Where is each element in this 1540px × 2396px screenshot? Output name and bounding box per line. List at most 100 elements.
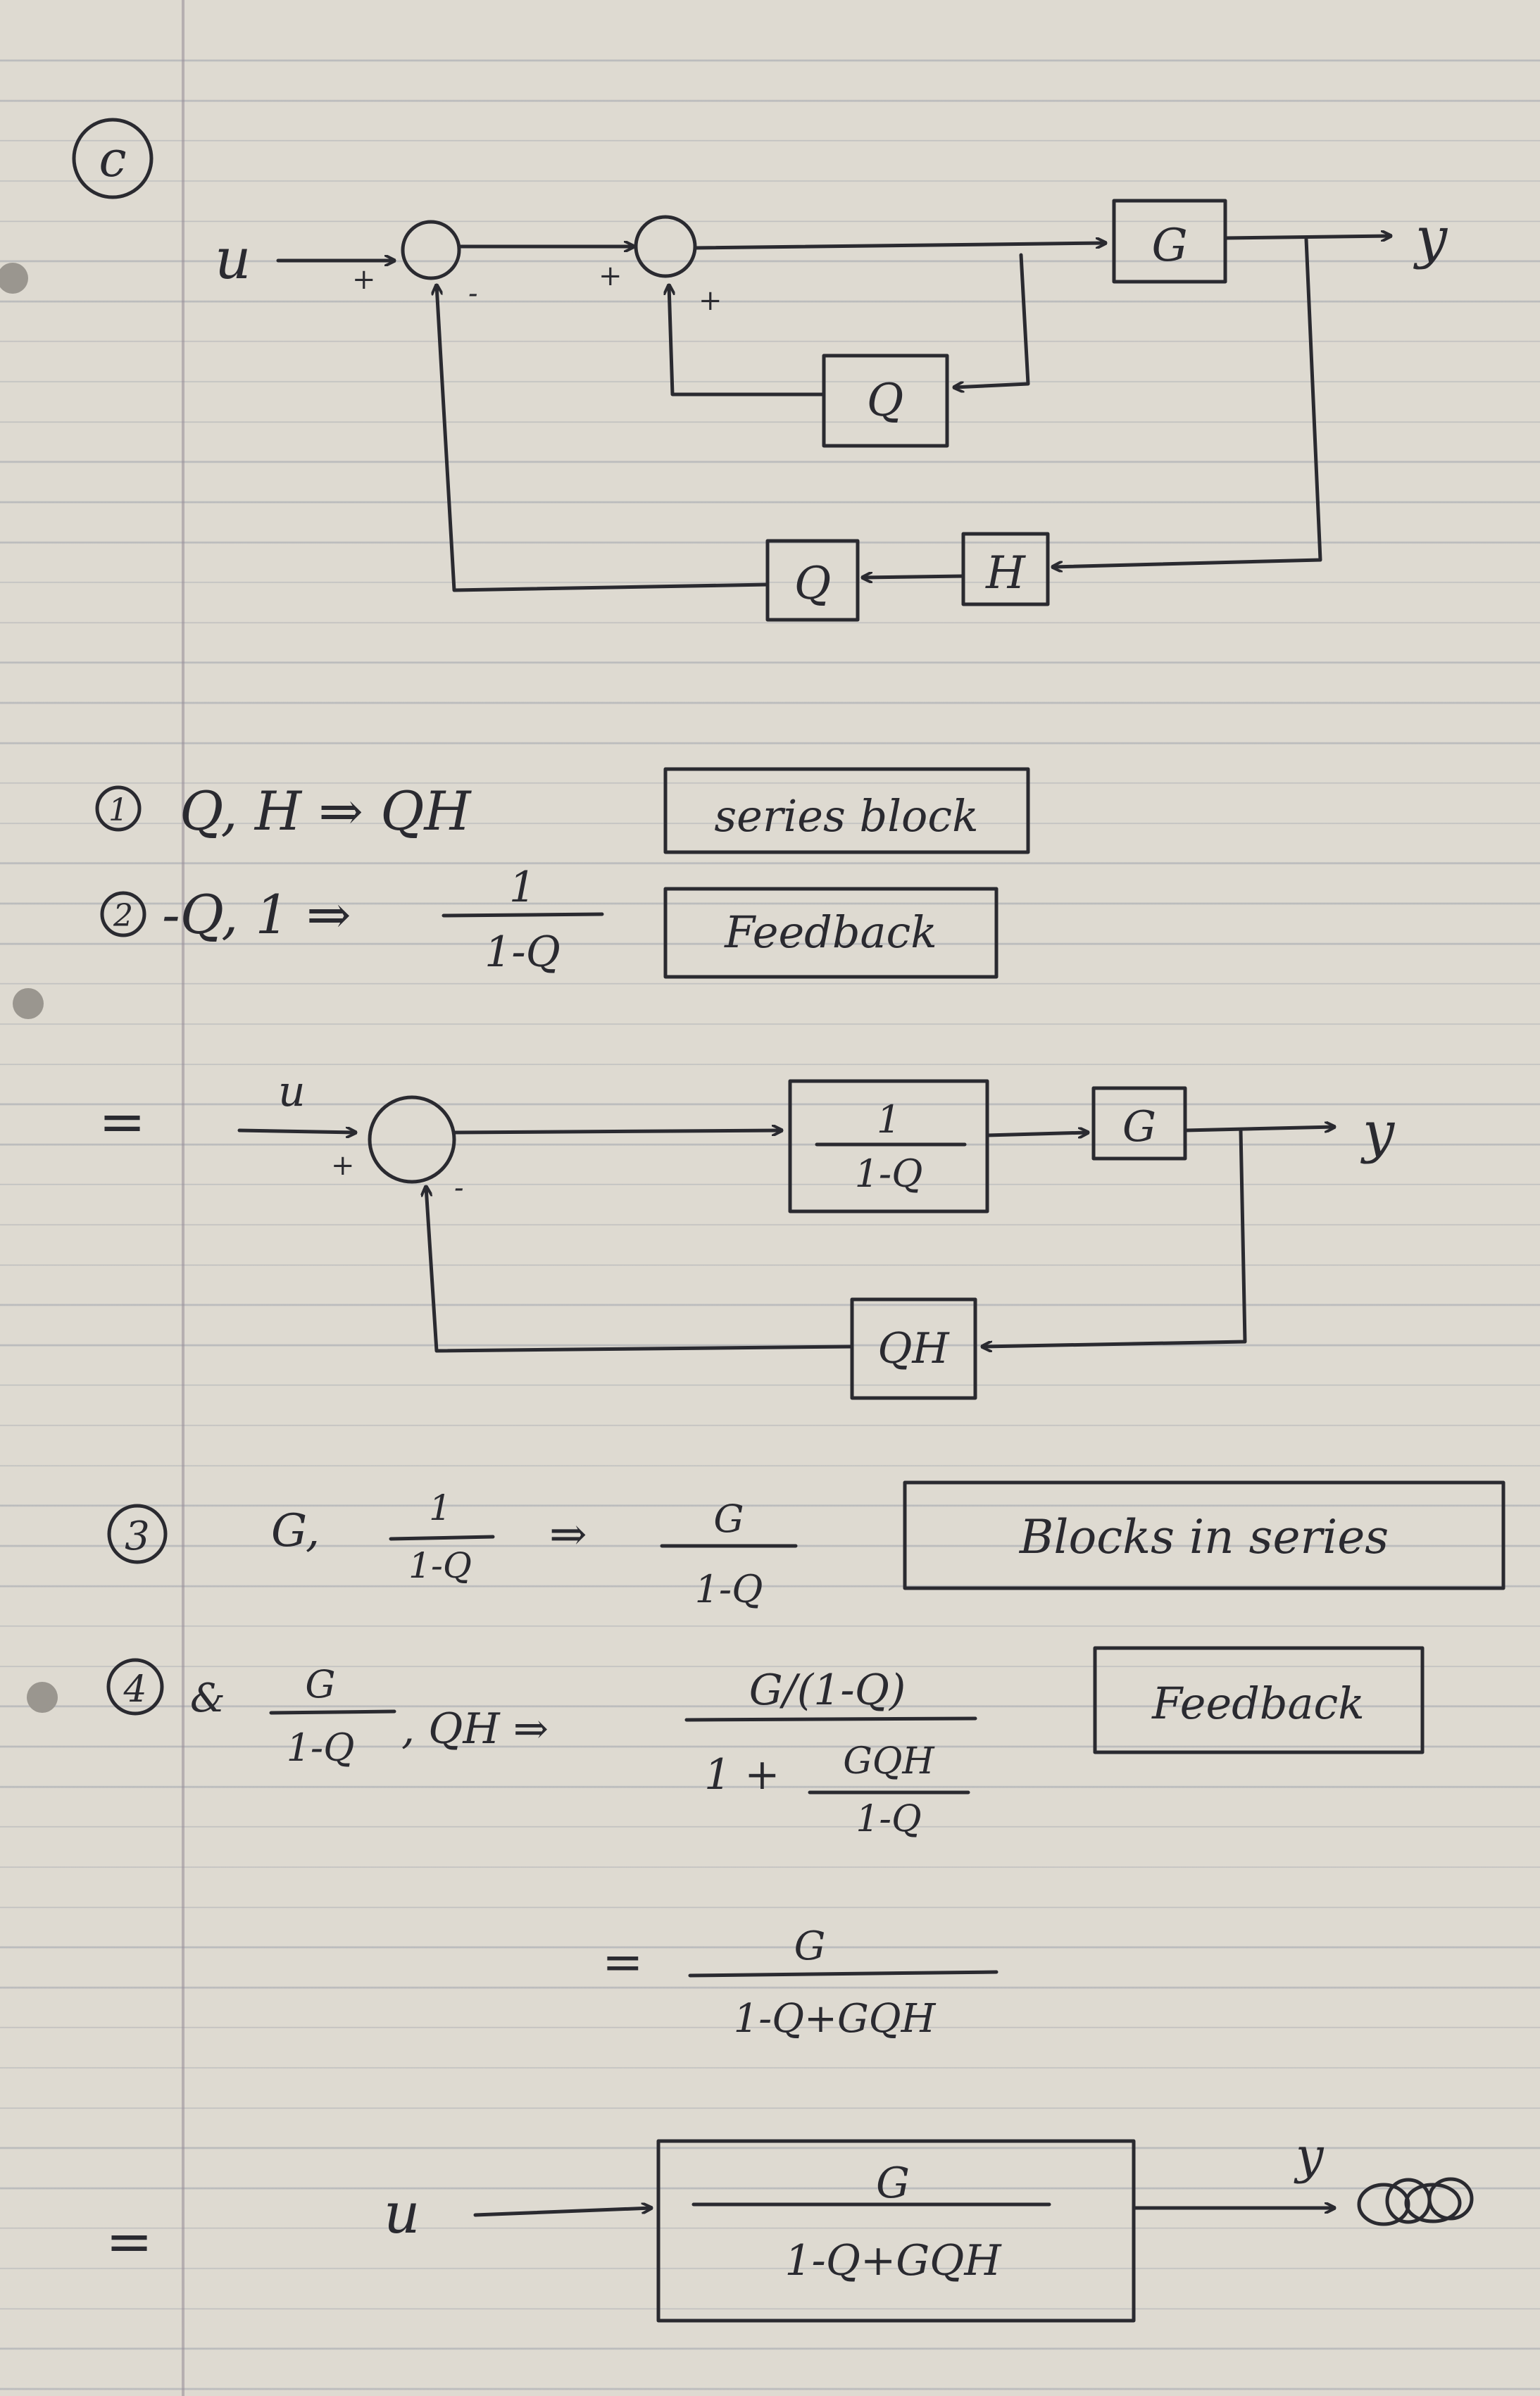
d1-output: y bbox=[1413, 205, 1448, 270]
step-2-number-circle bbox=[100, 891, 146, 937]
step-4-number-circle bbox=[106, 1658, 164, 1716]
binder-hole bbox=[0, 263, 28, 294]
step-2-text: -Q, 1 ⇒ bbox=[162, 883, 351, 946]
diagram-2: u + - 1 1-Q G y QH bbox=[237, 1067, 1396, 1400]
d1-block-g-label: G bbox=[1151, 220, 1187, 272]
d1-summing-junction-1 bbox=[401, 220, 461, 280]
step-1-box-label: series block bbox=[714, 790, 978, 842]
step-3-frac2-num: G bbox=[713, 1497, 744, 1541]
step-3-arrow: ⇒ bbox=[549, 1509, 587, 1561]
step-1-text: Q, H ⇒ QH bbox=[180, 780, 472, 842]
d3-input: u bbox=[384, 2180, 420, 2246]
step-1-box bbox=[663, 767, 1030, 854]
step-4-den-num: GQH bbox=[843, 1740, 935, 1783]
simplified-expression: = G 1-Q+GQH bbox=[602, 1923, 999, 2042]
step-2-box-label: Feedback bbox=[724, 906, 937, 958]
d1-forward-arrow bbox=[693, 243, 1108, 250]
d1-block-g bbox=[1112, 199, 1227, 284]
step-2: 2 -Q, 1 ⇒ 1 1-Q Feedback bbox=[100, 863, 999, 979]
step-4-number: 4 bbox=[123, 1668, 146, 1711]
step-2-frac-den: 1-Q bbox=[484, 928, 561, 977]
d3-input-arrow bbox=[473, 2208, 653, 2217]
d2-block-qh-label: QH bbox=[877, 1324, 950, 1373]
d2-output-arrow bbox=[1183, 1127, 1336, 1130]
part-label-circle bbox=[72, 118, 154, 199]
step-3-frac1-num: 1 bbox=[429, 1487, 451, 1528]
step-3-box bbox=[903, 1480, 1505, 1590]
d1-sum2-plus-fb: + bbox=[699, 285, 722, 317]
equals-2: = bbox=[602, 1933, 644, 1991]
d2-summing-junction bbox=[368, 1095, 456, 1184]
step-3-frac1-bar bbox=[389, 1535, 495, 1541]
step-4-box bbox=[1093, 1646, 1425, 1754]
d1-h-to-q-arrow bbox=[860, 576, 965, 578]
d1-output-arrow bbox=[1223, 236, 1393, 238]
step-4: 4 & G 1-Q , QH ⇒ G/(1-Q) 1 + GQH 1-Q Fee… bbox=[106, 1646, 1425, 1840]
step-1-number-circle bbox=[95, 785, 142, 832]
step-3-box-label: Blocks in series bbox=[1019, 1510, 1389, 1564]
step-4-den-lead: 1 + bbox=[704, 1750, 780, 1799]
step-2-frac-bar bbox=[442, 912, 604, 918]
d2-feedback-path bbox=[980, 1128, 1247, 1347]
d1-input: u bbox=[215, 226, 251, 292]
binder-hole bbox=[13, 988, 44, 1019]
d1-block-q-outer bbox=[765, 539, 860, 622]
d1-sum2-plus-in: + bbox=[599, 260, 622, 292]
d1-outer-fb-path bbox=[1051, 237, 1322, 567]
step-4-main-bar bbox=[684, 1716, 977, 1722]
simplified-num: G bbox=[794, 1923, 826, 1969]
step-4-frac1-bar bbox=[269, 1709, 396, 1715]
d2-block-feedback bbox=[788, 1079, 989, 1213]
d1-inner-fb-path bbox=[952, 253, 1030, 387]
step-4-mid: , QH ⇒ bbox=[401, 1704, 549, 1754]
d2-input: u bbox=[278, 1067, 306, 1116]
step-3: 3 G, 1 1-Q ⇒ G 1-Q Blocks in series bbox=[107, 1480, 1505, 1611]
d1-sum1-plus: + bbox=[352, 263, 376, 296]
d1-block-q-inner bbox=[822, 354, 949, 448]
step-4-num-expr: G/(1-Q) bbox=[749, 1666, 906, 1715]
step-4-frac1-num: G bbox=[305, 1662, 335, 1706]
step-3-frac2-den: 1-Q bbox=[695, 1567, 763, 1611]
step-4-prefix: & bbox=[190, 1676, 225, 1721]
d2-to-g-arrow bbox=[985, 1133, 1090, 1135]
d2-block1-den: 1-Q bbox=[855, 1152, 923, 1196]
d1-block-h-label: H bbox=[985, 547, 1026, 599]
simplified-bar bbox=[688, 1970, 999, 1978]
diagram-3: u G 1-Q+GQH y bbox=[384, 2127, 1474, 2323]
d2-forward-arrow bbox=[452, 1130, 784, 1133]
d2-input-arrow bbox=[237, 1130, 358, 1133]
d1-block-h bbox=[961, 532, 1050, 606]
d3-den: 1-Q+GQH bbox=[784, 2236, 1002, 2285]
simplified-den: 1-Q+GQH bbox=[734, 1996, 937, 2042]
step-3-frac1-den: 1-Q bbox=[408, 1545, 472, 1586]
d2-block-qh bbox=[850, 1297, 977, 1400]
d2-block-g-label: G bbox=[1122, 1102, 1156, 1152]
diagram-1: u + - + + G y Q H Q bbox=[215, 199, 1448, 622]
d1-block-q-inner-label: Q bbox=[867, 375, 903, 427]
d3-num: G bbox=[876, 2159, 910, 2208]
d2-output: y bbox=[1360, 1099, 1396, 1165]
d2-minus: - bbox=[454, 1172, 464, 1204]
step-4-den-den: 1-Q bbox=[856, 1798, 921, 1840]
step-4-frac1-den: 1-Q bbox=[287, 1726, 355, 1770]
d1-block-q-outer-label: Q bbox=[794, 558, 831, 610]
step-1: 1 Q, H ⇒ QH series block bbox=[95, 767, 1030, 854]
step-4-box-label: Feedback bbox=[1151, 1678, 1365, 1729]
step-3-number-circle bbox=[107, 1504, 168, 1564]
scribble bbox=[1357, 2177, 1474, 2226]
equals-1: = bbox=[99, 1089, 146, 1154]
step-2-frac-num: 1 bbox=[509, 863, 536, 912]
d2-block-g bbox=[1091, 1086, 1187, 1161]
d2-plus: + bbox=[331, 1149, 355, 1182]
binder-hole bbox=[27, 1682, 58, 1713]
d1-sum1-minus: - bbox=[468, 277, 478, 310]
d2-feedback-return bbox=[426, 1187, 854, 1353]
step-1-number: 1 bbox=[108, 792, 128, 828]
step-2-number: 2 bbox=[113, 898, 133, 934]
d1-outer-fb-return bbox=[437, 283, 770, 592]
d3-overall-block bbox=[656, 2139, 1136, 2323]
d2-block1-num: 1 bbox=[877, 1097, 901, 1142]
step-3-text: G, bbox=[271, 1505, 320, 1557]
